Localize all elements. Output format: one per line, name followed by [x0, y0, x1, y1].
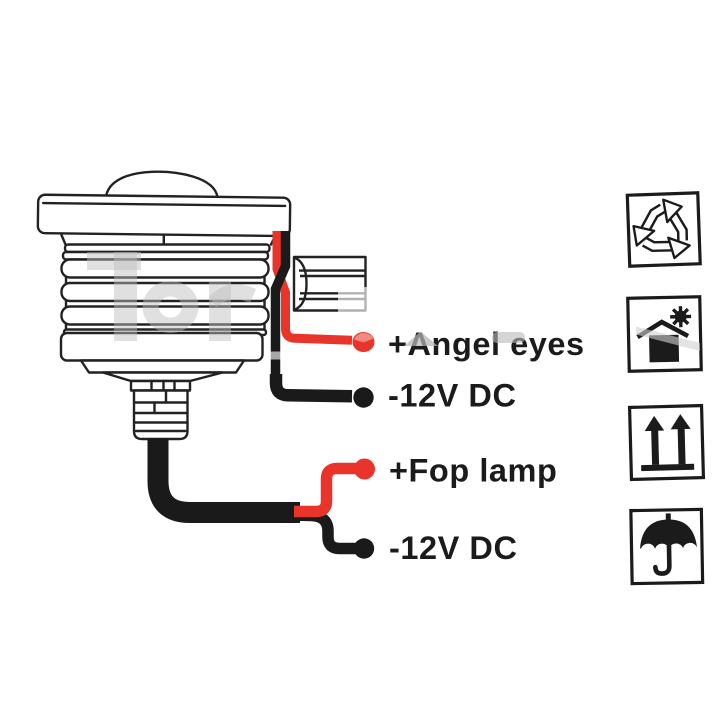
svg-text:+Fop lamp: +Fop lamp — [389, 453, 557, 489]
svg-text:-12V DC: -12V DC — [389, 530, 517, 566]
svg-text:-12V DC: -12V DC — [388, 378, 516, 414]
